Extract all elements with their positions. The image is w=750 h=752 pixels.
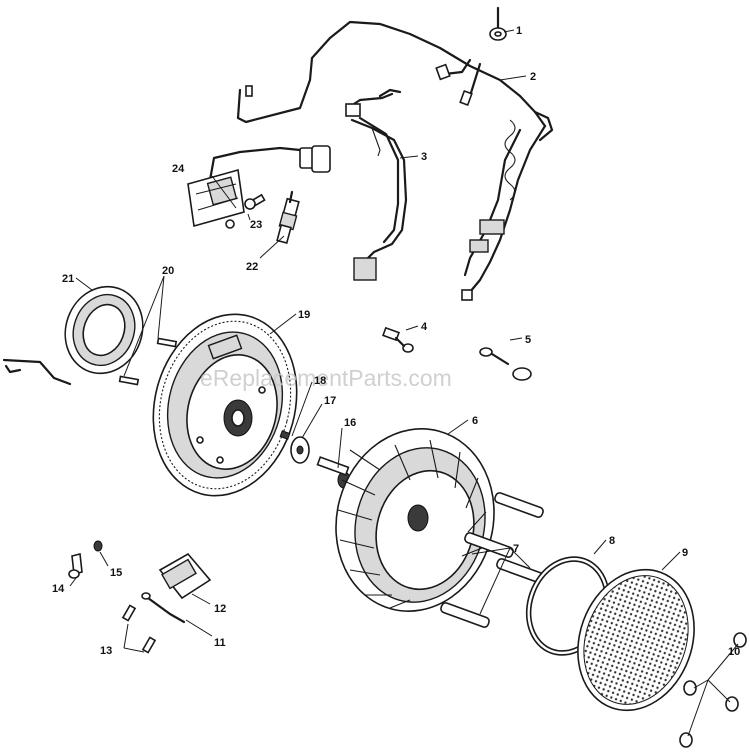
callout-20: 20 xyxy=(162,265,174,277)
flywheel xyxy=(152,313,298,497)
callout-3: 3 xyxy=(421,151,427,163)
flywheel-key xyxy=(279,430,291,440)
callout-11: 11 xyxy=(214,637,226,649)
callout-labels: 1 2 3 4 5 6 7 8 9 10 11 12 13 14 15 16 1… xyxy=(52,25,740,658)
callout-24: 24 xyxy=(172,163,185,175)
flywheel-washer xyxy=(290,436,310,464)
callout-8: 8 xyxy=(609,535,615,547)
cooling-fan xyxy=(335,428,495,612)
wiring-harness xyxy=(236,20,554,301)
screws-13 xyxy=(121,604,157,654)
ignition-harness xyxy=(345,88,408,281)
stator xyxy=(2,285,144,386)
nut-15 xyxy=(93,540,103,552)
watermark: eReplacementParts.com xyxy=(200,365,452,391)
callout-23: 23 xyxy=(250,219,262,231)
callout-17: 17 xyxy=(324,395,336,407)
callout-5: 5 xyxy=(525,334,531,346)
callout-10: 10 xyxy=(728,646,740,658)
wire-clip xyxy=(489,6,507,41)
fan-studs xyxy=(440,492,546,628)
callout-6: 6 xyxy=(472,415,478,427)
connector-4 xyxy=(382,326,414,353)
callout-9: 9 xyxy=(682,547,688,559)
module-screws xyxy=(225,193,266,229)
grass-screen xyxy=(577,568,695,712)
callout-14: 14 xyxy=(52,583,65,595)
callout-15: 15 xyxy=(110,567,122,579)
callout-2: 2 xyxy=(530,71,536,83)
callout-12: 12 xyxy=(214,603,226,615)
ground-strap xyxy=(141,592,186,624)
callout-22: 22 xyxy=(246,261,258,273)
callout-7: 7 xyxy=(513,543,519,555)
callout-18: 18 xyxy=(314,375,326,387)
rectifier-regulator xyxy=(158,552,212,600)
stator-bolts xyxy=(118,337,178,386)
callout-19: 19 xyxy=(298,309,310,321)
callout-13: 13 xyxy=(100,645,112,657)
callout-4: 4 xyxy=(421,321,428,333)
callout-16: 16 xyxy=(344,417,356,429)
bracket xyxy=(68,553,83,579)
callout-1: 1 xyxy=(516,25,522,37)
connector-5 xyxy=(479,347,532,381)
ignition-module xyxy=(187,145,331,228)
spark-plug xyxy=(276,190,300,245)
screen-washers xyxy=(679,632,747,748)
callout-21: 21 xyxy=(62,273,74,285)
leader-lines xyxy=(69,29,739,737)
